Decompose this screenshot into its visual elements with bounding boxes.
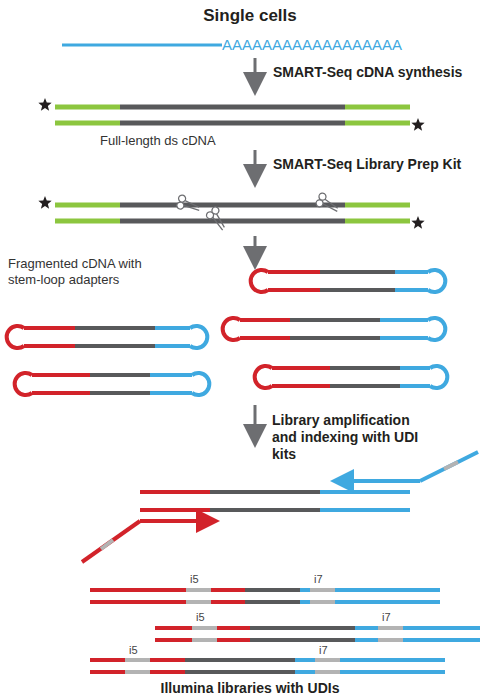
stem-loop xyxy=(7,326,24,348)
i7-primer xyxy=(342,452,478,481)
index-segment xyxy=(186,588,211,592)
figure-title: Single cells xyxy=(150,6,350,26)
star-symbol xyxy=(38,98,51,111)
index-segment xyxy=(125,670,150,674)
index-label: i7 xyxy=(319,644,328,657)
adapter-segment xyxy=(345,121,410,126)
poly-a-tail: AAAAAAAAAAAAAAAAAA xyxy=(222,36,402,54)
stem-loop xyxy=(15,373,32,395)
mrna-strand xyxy=(62,44,222,47)
adapter-segment xyxy=(345,105,410,110)
stem-loop-fragment xyxy=(251,270,446,292)
index-segment xyxy=(310,600,335,604)
stem-loop xyxy=(251,270,268,292)
i5-primer xyxy=(82,521,208,562)
step-arrow xyxy=(254,405,257,436)
step-arrow xyxy=(254,150,257,176)
stem-loop xyxy=(428,318,445,340)
index-label: i7 xyxy=(314,573,323,586)
step-label: SMART-Seq Library Prep Kit xyxy=(273,156,461,173)
star-symbol xyxy=(411,118,424,131)
index-segment xyxy=(310,588,335,592)
indexed-library xyxy=(90,660,445,672)
ds-cdna xyxy=(55,107,410,123)
index-segment xyxy=(315,658,340,662)
stage-label: Full-length ds cDNA xyxy=(100,133,216,149)
stem-loop xyxy=(223,318,240,340)
stem-loop-fragment xyxy=(7,326,208,348)
star-symbol xyxy=(411,216,424,229)
adapter-segment xyxy=(55,219,120,224)
adapter-segment xyxy=(55,203,120,208)
scissors-symbol xyxy=(174,191,200,217)
stem-loop-fragment xyxy=(255,366,448,388)
index-segment xyxy=(186,600,211,604)
index-segment xyxy=(378,638,403,642)
index-segment xyxy=(192,626,217,630)
stem-loop xyxy=(428,270,445,292)
stem-loop-fragment xyxy=(15,373,210,395)
index-label: i5 xyxy=(196,611,205,624)
index-segment xyxy=(192,638,217,642)
stem-loop xyxy=(430,366,447,388)
star-symbol xyxy=(38,196,51,209)
index-label: i5 xyxy=(190,573,199,586)
index-label: i5 xyxy=(129,644,138,657)
cdna-segment xyxy=(120,219,345,224)
adapter-segment xyxy=(345,203,410,208)
step-arrow xyxy=(254,58,257,84)
cdna-segment xyxy=(120,105,345,110)
adapter-segment xyxy=(55,121,120,126)
index-label: i7 xyxy=(382,611,391,624)
figure-caption: Illumina libraries with UDIs xyxy=(140,680,360,697)
stem-loop-fragment xyxy=(223,318,446,340)
index-segment xyxy=(315,670,340,674)
indexed-library xyxy=(155,628,480,640)
stage-label: Fragmented cDNA with stem-loop adapters xyxy=(8,256,168,287)
stem-loop xyxy=(190,326,207,348)
index-segment xyxy=(378,626,403,630)
scissors-symbol xyxy=(204,205,229,230)
indexed-library xyxy=(90,590,440,602)
step-arrow xyxy=(254,236,257,258)
adapter-segment xyxy=(345,219,410,224)
index-segment xyxy=(125,658,150,662)
stem-loop xyxy=(255,366,272,388)
adapter-segment xyxy=(55,105,120,110)
template-strands xyxy=(140,492,410,510)
scissors-symbol xyxy=(314,191,338,215)
cdna-segment xyxy=(120,203,345,208)
cdna-segment xyxy=(120,121,345,126)
step-label: Library amplification and indexing with … xyxy=(272,412,432,462)
step-label: SMART-Seq cDNA synthesis xyxy=(273,64,462,81)
stem-loop xyxy=(192,373,209,395)
ds-cdna xyxy=(55,205,410,221)
